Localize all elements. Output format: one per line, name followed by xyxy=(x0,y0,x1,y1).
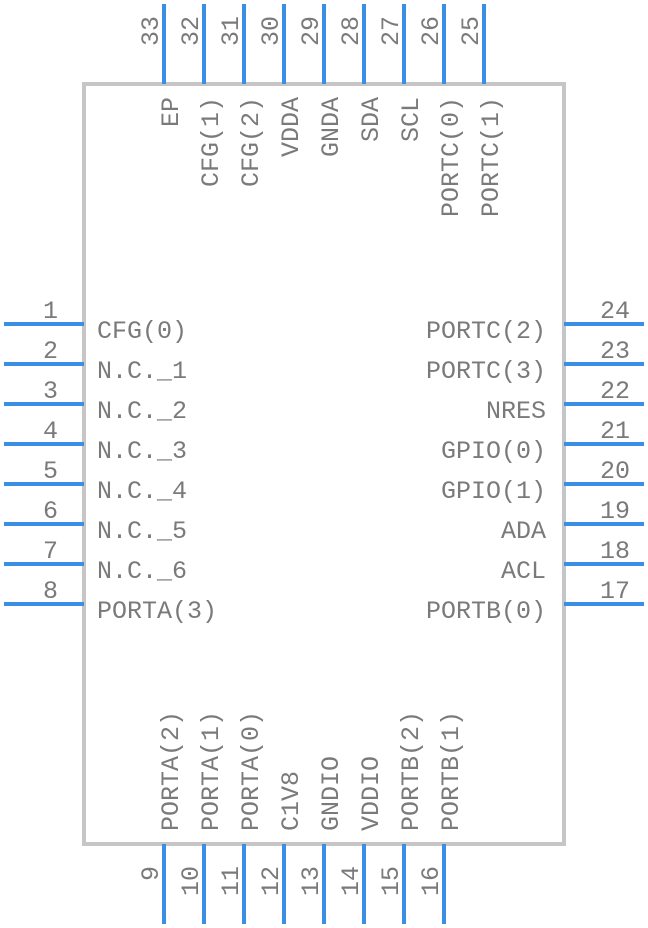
pins-layer xyxy=(4,4,644,924)
pin-number-11: 11 xyxy=(217,866,246,896)
pin-number-16: 16 xyxy=(417,866,446,896)
pin-label-20: GPIO(1) xyxy=(441,477,546,506)
pin-label-29: GNDA xyxy=(317,97,346,157)
pin-label-19: ADA xyxy=(501,517,546,546)
pin-number-12: 12 xyxy=(257,866,286,896)
pin-number-10: 10 xyxy=(177,866,206,896)
pin-label-27: SCL xyxy=(397,97,426,142)
pin-label-23: PORTC(3) xyxy=(426,357,546,386)
pin-number-28: 28 xyxy=(337,16,366,46)
pin-number-13: 13 xyxy=(297,866,326,896)
pin-number-29: 29 xyxy=(297,16,326,46)
pin-number-32: 32 xyxy=(177,16,206,46)
pin-label-2: N.C._1 xyxy=(97,357,187,386)
pin-label-18: ACL xyxy=(501,557,546,586)
pin-number-19: 19 xyxy=(600,497,630,526)
pin-label-1: CFG(0) xyxy=(97,317,187,346)
pin-number-8: 8 xyxy=(43,577,58,606)
pin-label-9: PORTA(2) xyxy=(157,711,186,831)
pin-number-1: 1 xyxy=(43,297,58,326)
pin-number-26: 26 xyxy=(417,16,446,46)
pin-label-25: PORTC(1) xyxy=(477,97,506,217)
pin-number-22: 22 xyxy=(600,377,630,406)
pin-label-5: N.C._4 xyxy=(97,477,187,506)
pin-label-10: PORTA(1) xyxy=(197,711,226,831)
pin-number-17: 17 xyxy=(600,577,630,606)
pin-number-6: 6 xyxy=(43,497,58,526)
pin-number-14: 14 xyxy=(337,866,366,896)
pin-label-14: VDDIO xyxy=(357,756,386,831)
pin-number-5: 5 xyxy=(43,457,58,486)
pin-label-22: NRES xyxy=(486,397,546,426)
pin-number-23: 23 xyxy=(600,337,630,366)
pin-number-25: 25 xyxy=(457,16,486,46)
pin-number-33: 33 xyxy=(137,16,166,46)
pin-label-16: PORTB(1) xyxy=(437,711,466,831)
pin-number-21: 21 xyxy=(600,417,630,446)
pin-label-30: VDDA xyxy=(277,97,306,157)
pin-label-11: PORTA(0) xyxy=(237,711,266,831)
pin-label-21: GPIO(0) xyxy=(441,437,546,466)
pin-label-8: PORTA(3) xyxy=(97,597,217,626)
pin-number-27: 27 xyxy=(377,16,406,46)
pin-label-28: SDA xyxy=(357,97,386,142)
pin-label-33: EP xyxy=(157,97,186,127)
pin-label-17: PORTB(0) xyxy=(426,597,546,626)
pin-label-4: N.C._3 xyxy=(97,437,187,466)
pin-label-3: N.C._2 xyxy=(97,397,187,426)
pin-number-7: 7 xyxy=(43,537,58,566)
pin-number-9: 9 xyxy=(137,866,166,881)
pin-label-32: CFG(1) xyxy=(197,97,226,187)
pin-label-6: N.C._5 xyxy=(97,517,187,546)
pin-label-13: GNDIO xyxy=(317,756,346,831)
pin-number-4: 4 xyxy=(43,417,58,446)
pin-number-2: 2 xyxy=(43,337,58,366)
pin-number-3: 3 xyxy=(43,377,58,406)
pin-label-15: PORTB(2) xyxy=(397,711,426,831)
pin-number-24: 24 xyxy=(600,297,630,326)
pin-number-31: 31 xyxy=(217,16,246,46)
pin-label-12: C1V8 xyxy=(277,771,306,831)
pin-label-24: PORTC(2) xyxy=(426,317,546,346)
pin-number-15: 15 xyxy=(377,866,406,896)
pin-label-7: N.C._6 xyxy=(97,557,187,586)
pin-label-31: CFG(2) xyxy=(237,97,266,187)
pin-number-20: 20 xyxy=(600,457,630,486)
pin-number-30: 30 xyxy=(257,16,286,46)
pin-label-26: PORTC(0) xyxy=(437,97,466,217)
pin-number-18: 18 xyxy=(600,537,630,566)
